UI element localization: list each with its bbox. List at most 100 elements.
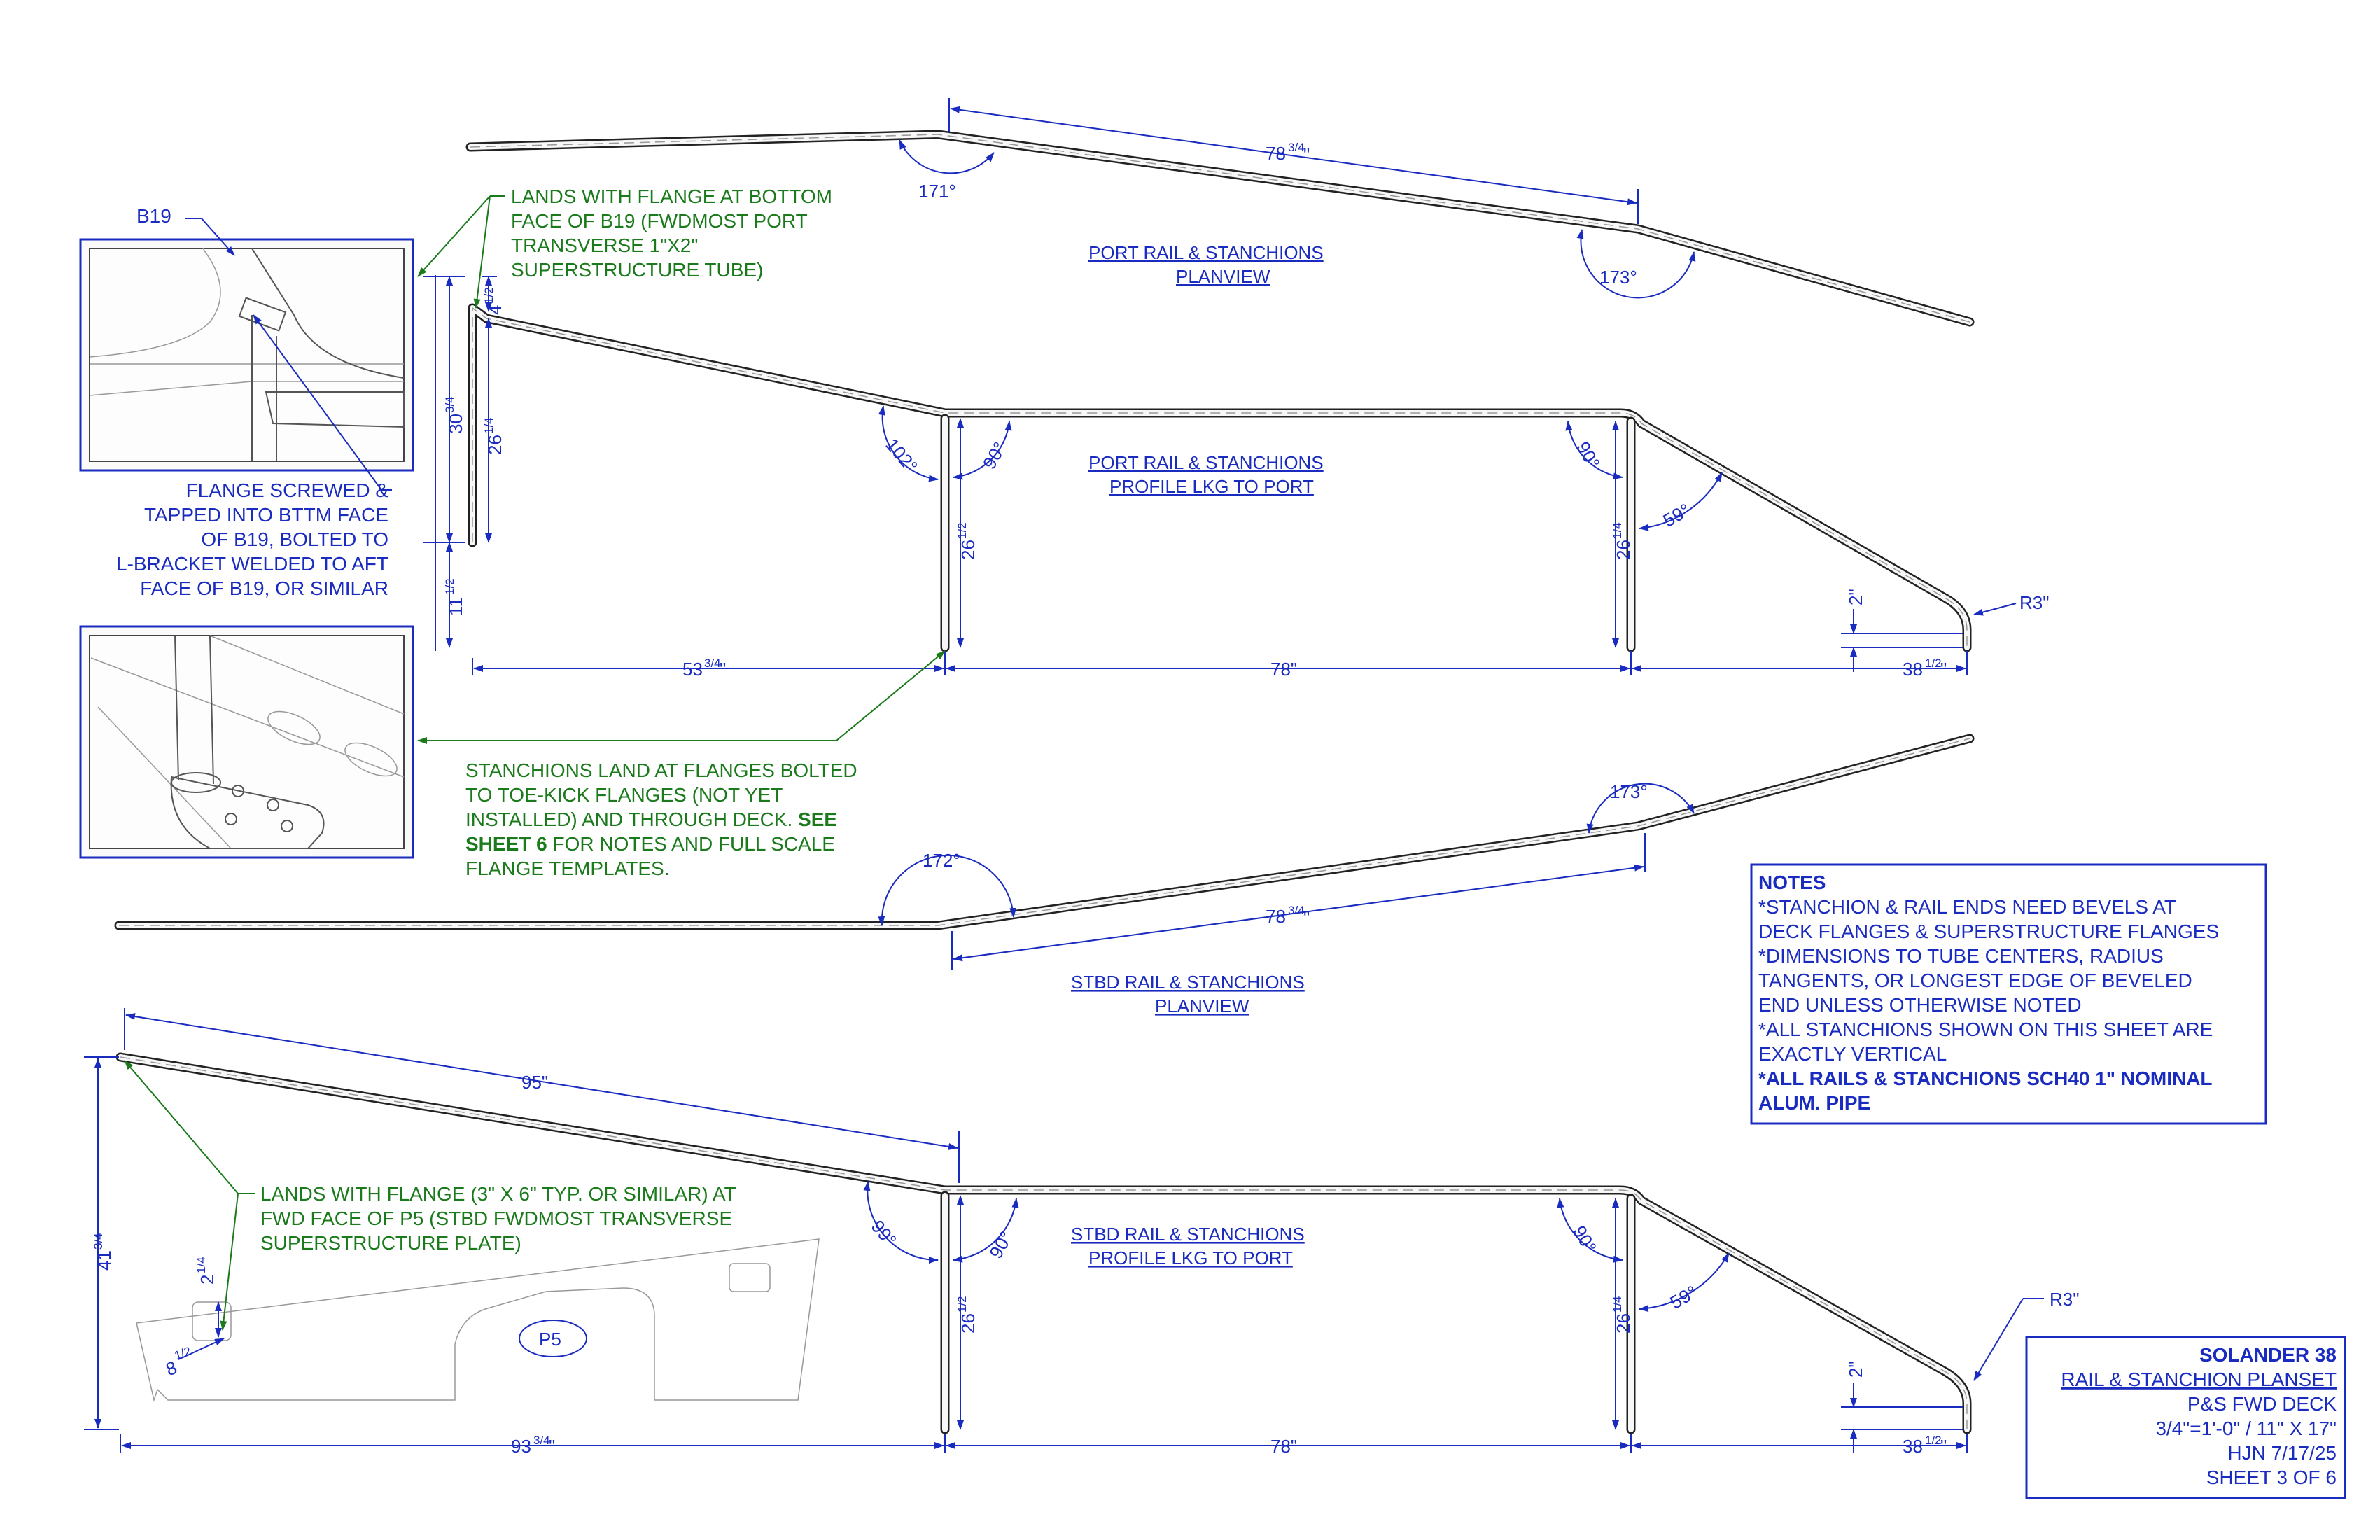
stbd-profile-span-2: 78" (1270, 1436, 1297, 1457)
title-name: RAIL & STANCHION PLANSET (2061, 1368, 2337, 1390)
callout-flange-screwed: FLANGE SCREWED & TAPPED INTO BTTM FACE O… (116, 314, 392, 599)
svg-text:": " (549, 1436, 555, 1457)
port-rail-profile: 30 3/4 4 1/2 26 1/4 11 1/2 26 1/2 26 1/4 (424, 275, 2049, 680)
notes-line-4: TANGENTS, OR LONGEST EDGE OF BEVELED (1758, 969, 2192, 991)
notes-line-2: DECK FLANGES & SUPERSTRUCTURE FLANGES (1758, 920, 2219, 942)
stbd-profile-angle-90b: 90° (1569, 1222, 1601, 1256)
callout-b19: B19 (136, 205, 235, 256)
stbd-profile-span-1: 93 (511, 1436, 531, 1457)
port-profile-aft-stanchion: 26 (1613, 540, 1634, 560)
stbd-rail-profile: P5 95" 41 3/4 2 1/4 8 1/2 26 1/2 (84, 1008, 2079, 1457)
port-profile-fwd-stanchion: 26 (484, 435, 505, 455)
stbd-profile-angle-99: 99° (867, 1216, 901, 1250)
svg-text:3/4: 3/4 (704, 657, 721, 670)
stanchions-land-see: SEE (798, 808, 837, 830)
lands-p5-line-3: SUPERSTRUCTURE PLATE) (260, 1232, 522, 1254)
port-profile-overall-height: 30 (445, 414, 466, 434)
port-plan-length-dim: 78 (1266, 143, 1286, 164)
title-subtitle: P&S FWD DECK (2188, 1393, 2337, 1415)
port-profile-top-offset: 4 (484, 305, 505, 315)
svg-text:": " (1940, 1436, 1947, 1457)
title-block: SOLANDER 38 RAIL & STANCHION PLANSET P&S… (2025, 1336, 2346, 1499)
p5-label: P5 (539, 1329, 561, 1350)
svg-text:SHEET 6 FOR NOTES AND FULL SCA: SHEET 6 FOR NOTES AND FULL SCALE (465, 833, 835, 855)
callout-lands-p5: LANDS WITH FLANGE (3" X 6" TYP. OR SIMIL… (124, 1060, 736, 1331)
stbd-plan-length-dim: 78 (1266, 906, 1286, 927)
stbd-profile-aft-stanchion: 26 (1613, 1313, 1634, 1334)
lands-p5-line-2: FWD FACE OF P5 (STBD FWDMOST TRANSVERSE (260, 1208, 732, 1229)
port-profile-low-offset: 11 (445, 597, 466, 616)
port-profile-span-1: 53 (682, 659, 703, 680)
port-profile-span-3: 38 (1903, 659, 1923, 680)
stbd-profile-span-3: 38 (1903, 1436, 1923, 1457)
port-plan-title-2: PLANVIEW (1176, 266, 1270, 287)
photo-stanchion-flange-detail (79, 625, 414, 859)
stanchions-land-line-5: FLANGE TEMPLATES. (465, 858, 669, 879)
stbd-profile-title-1: STBD RAIL & STANCHIONS (1071, 1224, 1305, 1245)
port-profile-span-2: 78" (1270, 659, 1297, 680)
stanchions-land-sheet-6: SHEET 6 (465, 833, 547, 855)
flange-screwed-line-2: TAPPED INTO BTTM FACE (144, 504, 388, 526)
notes-line-5: END UNLESS OTHERWISE NOTED (1758, 994, 2082, 1016)
svg-text:": " (1303, 144, 1310, 165)
stbd-plan-title-2: PLANVIEW (1155, 995, 1250, 1016)
svg-text:": " (1940, 659, 1947, 680)
notes-line-1: *STANCHION & RAIL ENDS NEED BEVELS AT (1758, 896, 2176, 918)
port-plan-length-frac: 3/4 (1288, 141, 1305, 154)
flange-screwed-line-1: FLANGE SCREWED & (186, 479, 389, 501)
photo-b19-detail (79, 238, 414, 472)
lands-p5-line-1: LANDS WITH FLANGE (3" X 6" TYP. OR SIMIL… (260, 1183, 736, 1205)
svg-text:": " (720, 659, 726, 680)
svg-text:3/4: 3/4 (443, 396, 456, 413)
stbd-profile-overall-height: 41 (94, 1250, 115, 1270)
notes-heading: NOTES (1758, 872, 1826, 893)
title-scale: 3/4"=1'-0" / 11" X 17" (2155, 1418, 2337, 1439)
svg-text:1/4: 1/4 (1611, 1296, 1624, 1312)
lands-b19-line-4: SUPERSTRUCTURE TUBE) (511, 259, 763, 281)
stbd-profile-top-length: 95" (522, 1072, 548, 1093)
stbd-profile-radius: R3" (2050, 1289, 2079, 1310)
title-sheet: SHEET 3 OF 6 (2206, 1466, 2337, 1488)
notes-box: NOTES *STANCHION & RAIL ENDS NEED BEVELS… (1750, 863, 2267, 1125)
svg-text:1/4: 1/4 (1611, 522, 1624, 539)
flange-screwed-line-3: OF B19, BOLTED TO (201, 528, 388, 550)
svg-text:1/2: 1/2 (443, 578, 456, 595)
port-profile-rise: 2" (1845, 589, 1866, 606)
svg-text:3/4: 3/4 (1288, 904, 1305, 917)
port-plan-angle-173: 173° (1600, 267, 1637, 288)
lands-b19-line-2: FACE OF B19 (FWDMOST PORT (511, 210, 808, 232)
port-plan-title-1: PORT RAIL & STANCHIONS (1088, 242, 1324, 263)
b19-label: B19 (136, 205, 172, 227)
stanchions-land-line-1: STANCHIONS LAND AT FLANGES BOLTED (465, 760, 858, 781)
stbd-profile-angle-90a: 90° (985, 1228, 1017, 1262)
stanchions-land-line-4: FOR NOTES AND FULL SCALE (547, 833, 835, 855)
notes-line-3: *DIMENSIONS TO TUBE CENTERS, RADIUS (1758, 945, 2164, 967)
svg-text:1/2: 1/2 (955, 522, 969, 539)
port-rail-planview: 78 3/4 " 171° 173° PORT RAIL & STANCHION… (465, 98, 1975, 327)
lands-b19-line-1: LANDS WITH FLANGE AT BOTTOM (511, 186, 832, 207)
stbd-profile-title-2: PROFILE LKG TO PORT (1088, 1247, 1293, 1268)
notes-line-7: EXACTLY VERTICAL (1758, 1043, 1947, 1065)
stbd-plan-angle-172: 172° (923, 850, 960, 871)
svg-text:1/4: 1/4 (195, 1256, 208, 1273)
port-profile-radius: R3" (2019, 592, 2049, 613)
svg-text:3/4: 3/4 (92, 1233, 105, 1250)
p5-plate-sketch: P5 (136, 1238, 820, 1402)
svg-text:1/2: 1/2 (955, 1296, 969, 1312)
svg-text:": " (1303, 907, 1310, 928)
svg-text:1/2: 1/2 (1925, 657, 1942, 670)
title-author-date: HJN 7/17/25 (2227, 1442, 2337, 1464)
notes-line-6: *ALL STANCHIONS SHOWN ON THIS SHEET ARE (1758, 1018, 2213, 1040)
svg-text:1/2: 1/2 (1925, 1434, 1942, 1447)
stanchions-land-line-2: TO TOE-KICK FLANGES (NOT YET (465, 784, 783, 806)
stbd-plan-title-1: STBD RAIL & STANCHIONS (1071, 972, 1305, 993)
title-project: SOLANDER 38 (2199, 1344, 2337, 1366)
port-profile-angle-90b: 90° (1572, 438, 1604, 472)
port-profile-title-1: PORT RAIL & STANCHIONS (1088, 452, 1324, 473)
stbd-profile-angle-59: 59° (1667, 1281, 1701, 1313)
callout-lands-b19: LANDS WITH FLANGE AT BOTTOM FACE OF B19 … (417, 186, 832, 309)
port-profile-angle-59: 59° (1660, 499, 1694, 531)
stbd-profile-flange-v: 2 (197, 1275, 218, 1284)
port-profile-mid-stanchion: 26 (958, 540, 979, 560)
